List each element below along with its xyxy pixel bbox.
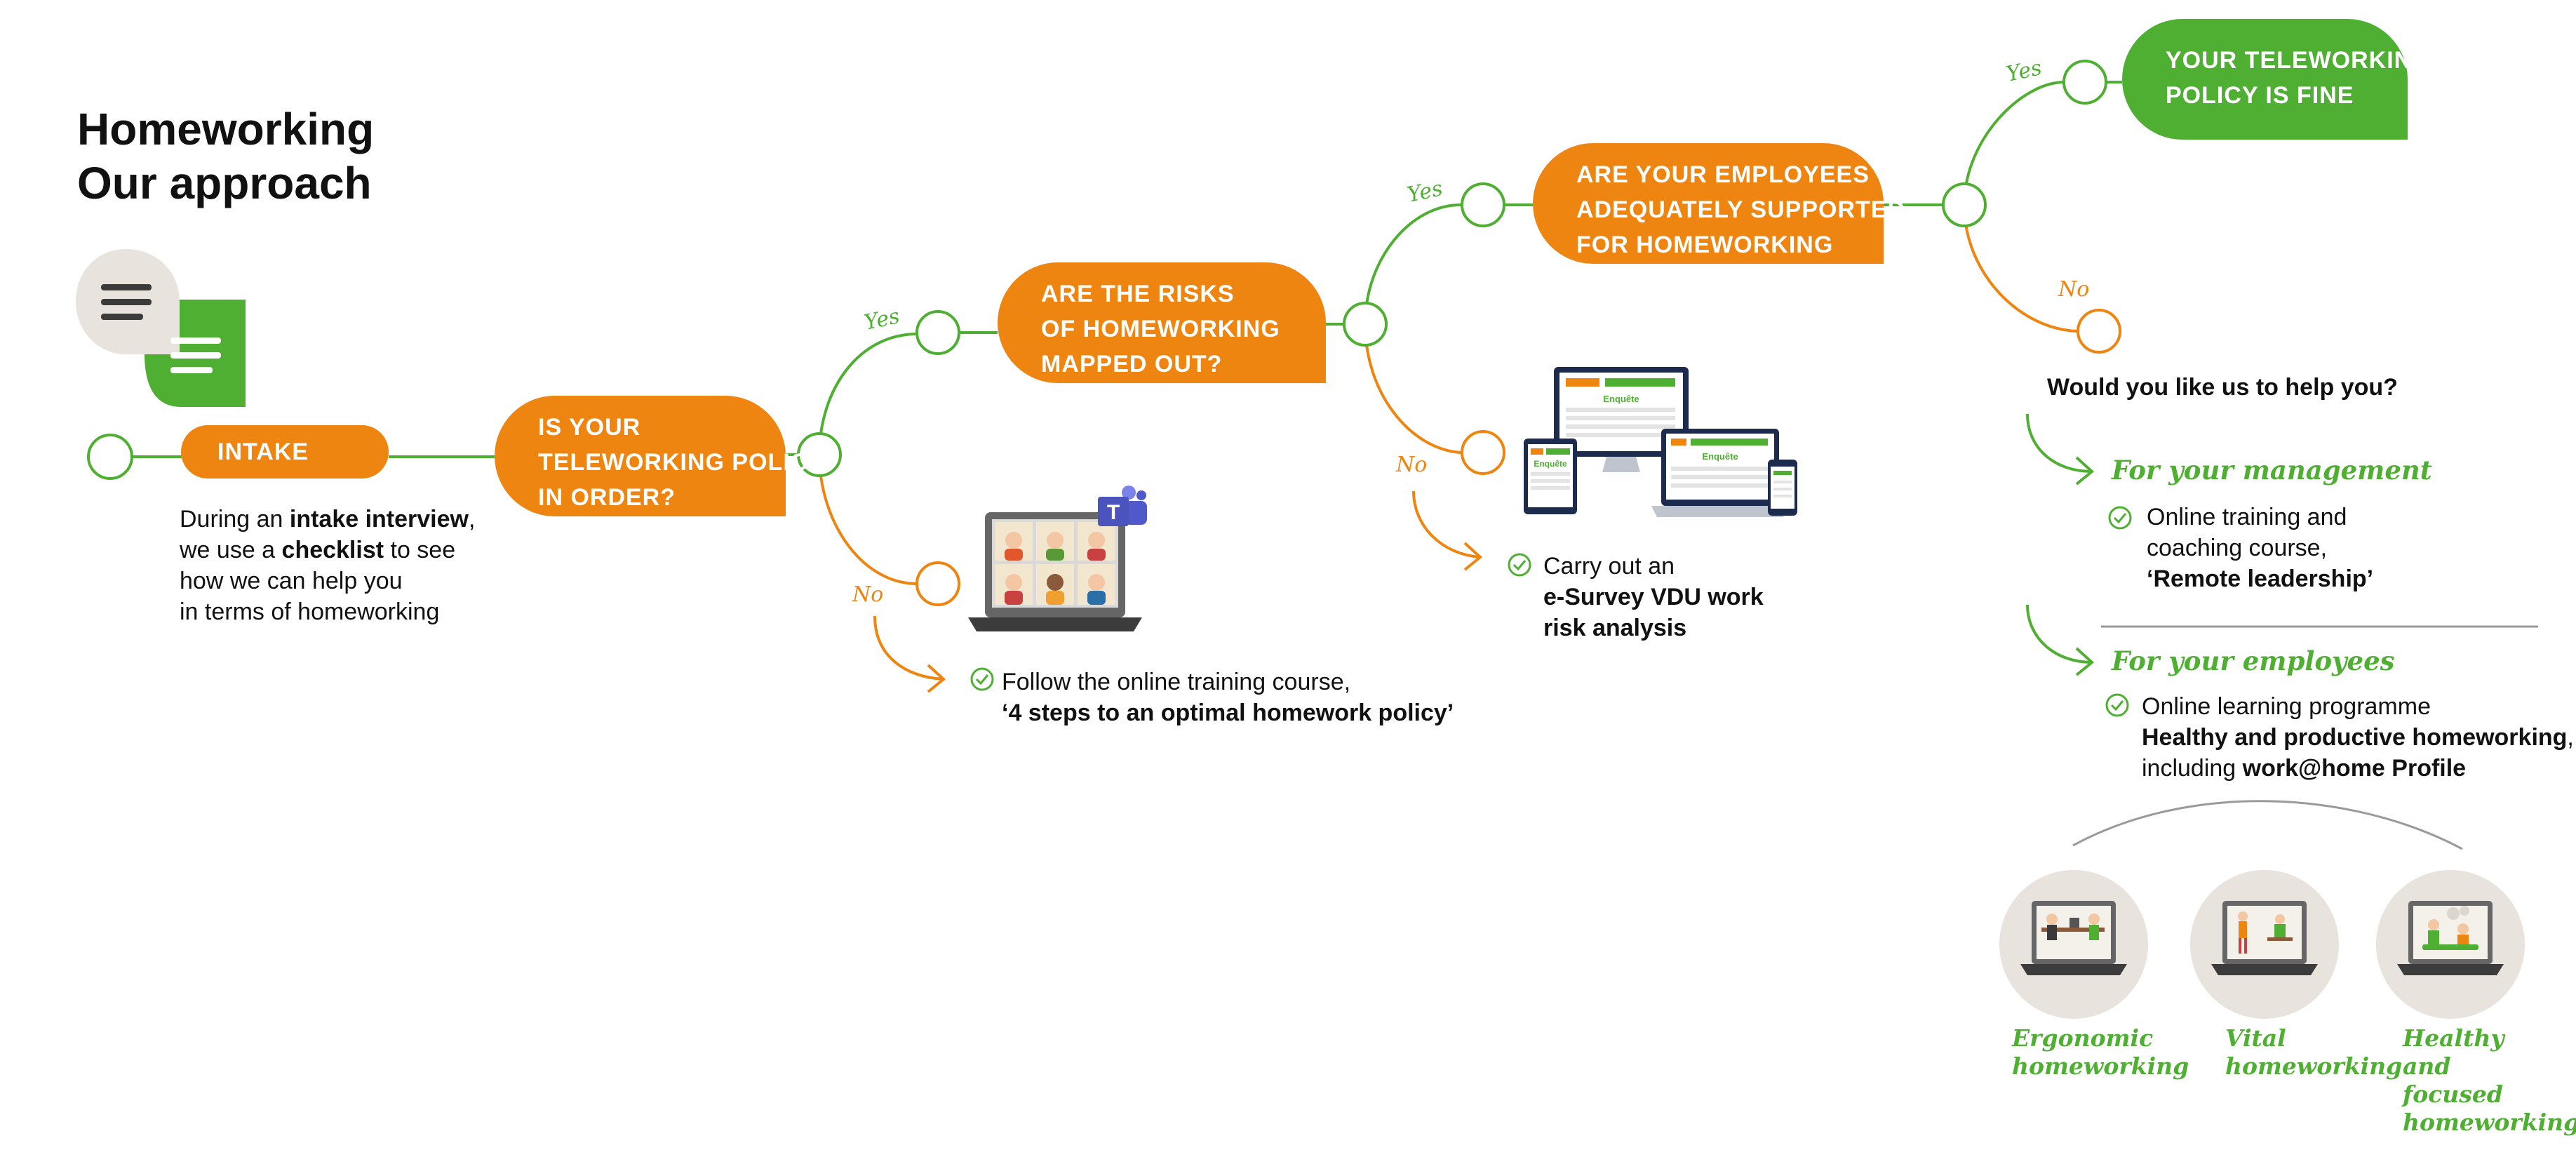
survey-label-1: Enquête — [1603, 394, 1639, 404]
q2-line-3: MAPPED OUT? — [1041, 351, 1223, 377]
laptop-focused-icon — [2376, 870, 2525, 1019]
no-label-3: No — [2058, 277, 2090, 302]
chat-bubbles-icon — [76, 249, 246, 407]
start-node — [87, 434, 133, 480]
title-line-1: Homeworking — [77, 104, 375, 154]
intake-step: INTAKE — [181, 425, 389, 479]
page-title: Homeworking Our approach — [77, 102, 374, 210]
survey-label-2: Enquête — [1534, 459, 1567, 469]
management-offer: Online training and coaching course, ‘Re… — [2147, 504, 2374, 592]
check-circle-icon — [970, 667, 994, 691]
q2-line-1: ARE THE RISKS — [1041, 281, 1235, 307]
laptop-video-call-icon — [968, 512, 1142, 631]
result-policy-fine: YOUR TELEWORKING POLICY IS FINE — [2122, 19, 2431, 140]
svg-text:T: T — [1107, 501, 1120, 524]
laptop-ergonomic-icon — [1999, 870, 2148, 1019]
q3-line-2: ADEQUATELY SUPPORTED — [1576, 196, 1906, 223]
q2-line-2: OF HOMEWORKING — [1041, 316, 1280, 342]
teams-icon: T — [1098, 486, 1147, 526]
check-circle-icon — [2108, 506, 2132, 530]
no2-action-text: Carry out an e-Survey VDU work risk anal… — [1543, 553, 1764, 641]
category-healthy-focused: Healthy and focused homeworking — [2403, 1024, 2576, 1136]
q3-line-3: FOR HOMEWORKING — [1576, 232, 1834, 258]
q1-line-1: IS YOUR — [538, 414, 641, 441]
title-line-2: Our approach — [77, 157, 372, 208]
intake-description: During an intake interview, we use a che… — [180, 506, 476, 625]
laptop-vital-icon — [2190, 870, 2339, 1019]
management-heading: For your management — [2112, 455, 2432, 486]
q1-line-2: TELEWORKING POLICY — [538, 449, 825, 476]
category-vital: Vital homeworking — [2225, 1024, 2403, 1080]
survey-label-3: Enquête — [1702, 451, 1738, 462]
result-line-2: POLICY IS FINE — [2166, 82, 2354, 109]
question-teleworking-policy: IS YOUR TELEWORKING POLICY IN ORDER? — [495, 396, 825, 516]
result-line-1: YOUR TELEWORKING — [2166, 47, 2431, 74]
no1-action-text: Follow the online training course, ‘4 st… — [1002, 669, 1454, 726]
check-circle-icon — [2105, 693, 2129, 717]
no-label-1: No — [852, 582, 884, 607]
no-label-2: No — [1396, 453, 1428, 477]
q3-line-1: ARE YOUR EMPLOYEES — [1576, 161, 1870, 188]
devices-survey-icon: Enquête Enquête Enquête — [1524, 367, 1797, 517]
check-circle-icon — [1508, 553, 1531, 577]
question-risks-mapped: ARE THE RISKS OF HOMEWORKING MAPPED OUT? — [998, 262, 1326, 383]
employees-heading: For your employees — [2112, 645, 2395, 676]
help-question: Would you like us to help you? — [2047, 374, 2398, 401]
employees-offer: Online learning programme Healthy and pr… — [2142, 693, 2574, 782]
category-ergonomic: Ergonomic homeworking — [2012, 1024, 2189, 1080]
q1-line-3: IN ORDER? — [538, 484, 676, 511]
question-employees-supported: ARE YOUR EMPLOYEES ADEQUATELY SUPPORTED … — [1533, 143, 1906, 264]
intake-label: INTAKE — [217, 439, 309, 465]
